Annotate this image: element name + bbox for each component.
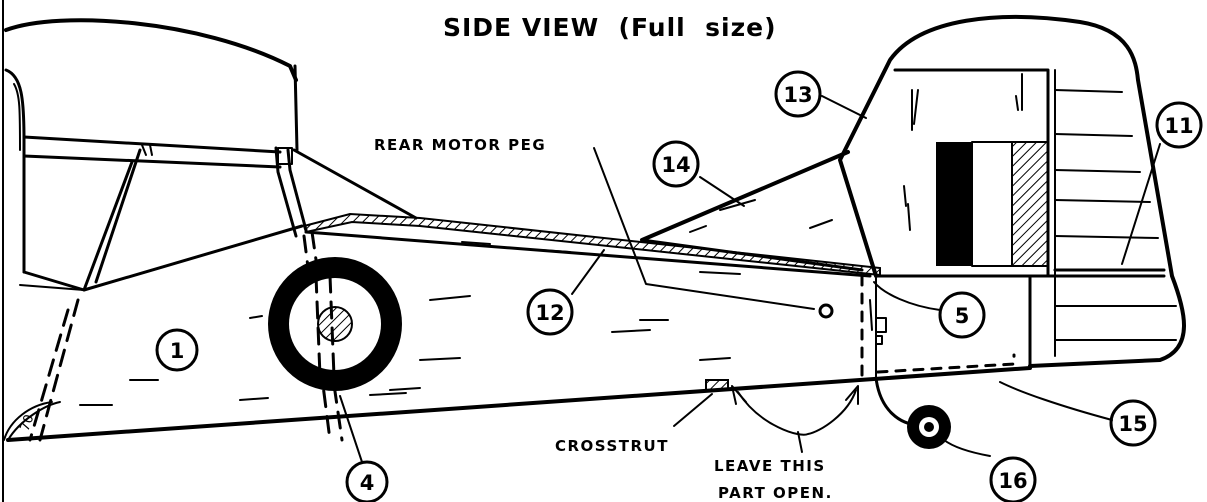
fin-flash-white — [971, 141, 1013, 267]
callout-14: 14 — [652, 140, 700, 188]
callout-1: 1 — [155, 328, 199, 372]
svg-text:5: 5 — [955, 304, 970, 328]
svg-text:13: 13 — [783, 83, 812, 107]
cabin-canopy — [4, 18, 418, 292]
svg-text:16: 16 — [998, 469, 1027, 493]
tail-wheel — [907, 405, 951, 449]
callout-12: 12 — [526, 288, 574, 336]
fin-and-rudder — [838, 14, 1186, 427]
fin-flash-hatched — [1011, 141, 1049, 267]
fin-flash-black — [936, 142, 972, 266]
crosstrut-block — [705, 379, 729, 391]
rear-motor-peg-label: REAR MOTOR PEG — [374, 136, 546, 154]
callout-11: 11 — [1155, 101, 1203, 149]
callout-16: 16 — [989, 456, 1037, 502]
rear-motor-peg-hole — [818, 303, 834, 319]
leave-open-label-line2: PART OPEN. — [718, 484, 833, 502]
callout-13: 13 — [774, 70, 822, 118]
svg-text:1: 1 — [170, 339, 185, 363]
tailplane-fairing — [640, 150, 864, 272]
crosstrut-label: CROSSTRUT — [555, 437, 669, 455]
svg-text:15: 15 — [1118, 412, 1147, 436]
svg-text:4: 4 — [360, 471, 375, 495]
roundel — [268, 257, 402, 391]
leave-open-label-line1: LEAVE THIS — [714, 457, 826, 475]
angle-mark: 70 — [18, 413, 38, 434]
svg-text:12: 12 — [535, 301, 564, 325]
fuselage — [3, 212, 1032, 442]
svg-text:11: 11 — [1164, 114, 1193, 138]
page-title: SIDE VIEW (Full size) — [443, 13, 777, 42]
svg-text:14: 14 — [661, 153, 690, 177]
callout-15: 15 — [1109, 399, 1157, 447]
leader-lines — [339, 95, 1161, 463]
callout-5: 5 — [938, 291, 986, 339]
callout-4: 4 — [345, 460, 389, 502]
